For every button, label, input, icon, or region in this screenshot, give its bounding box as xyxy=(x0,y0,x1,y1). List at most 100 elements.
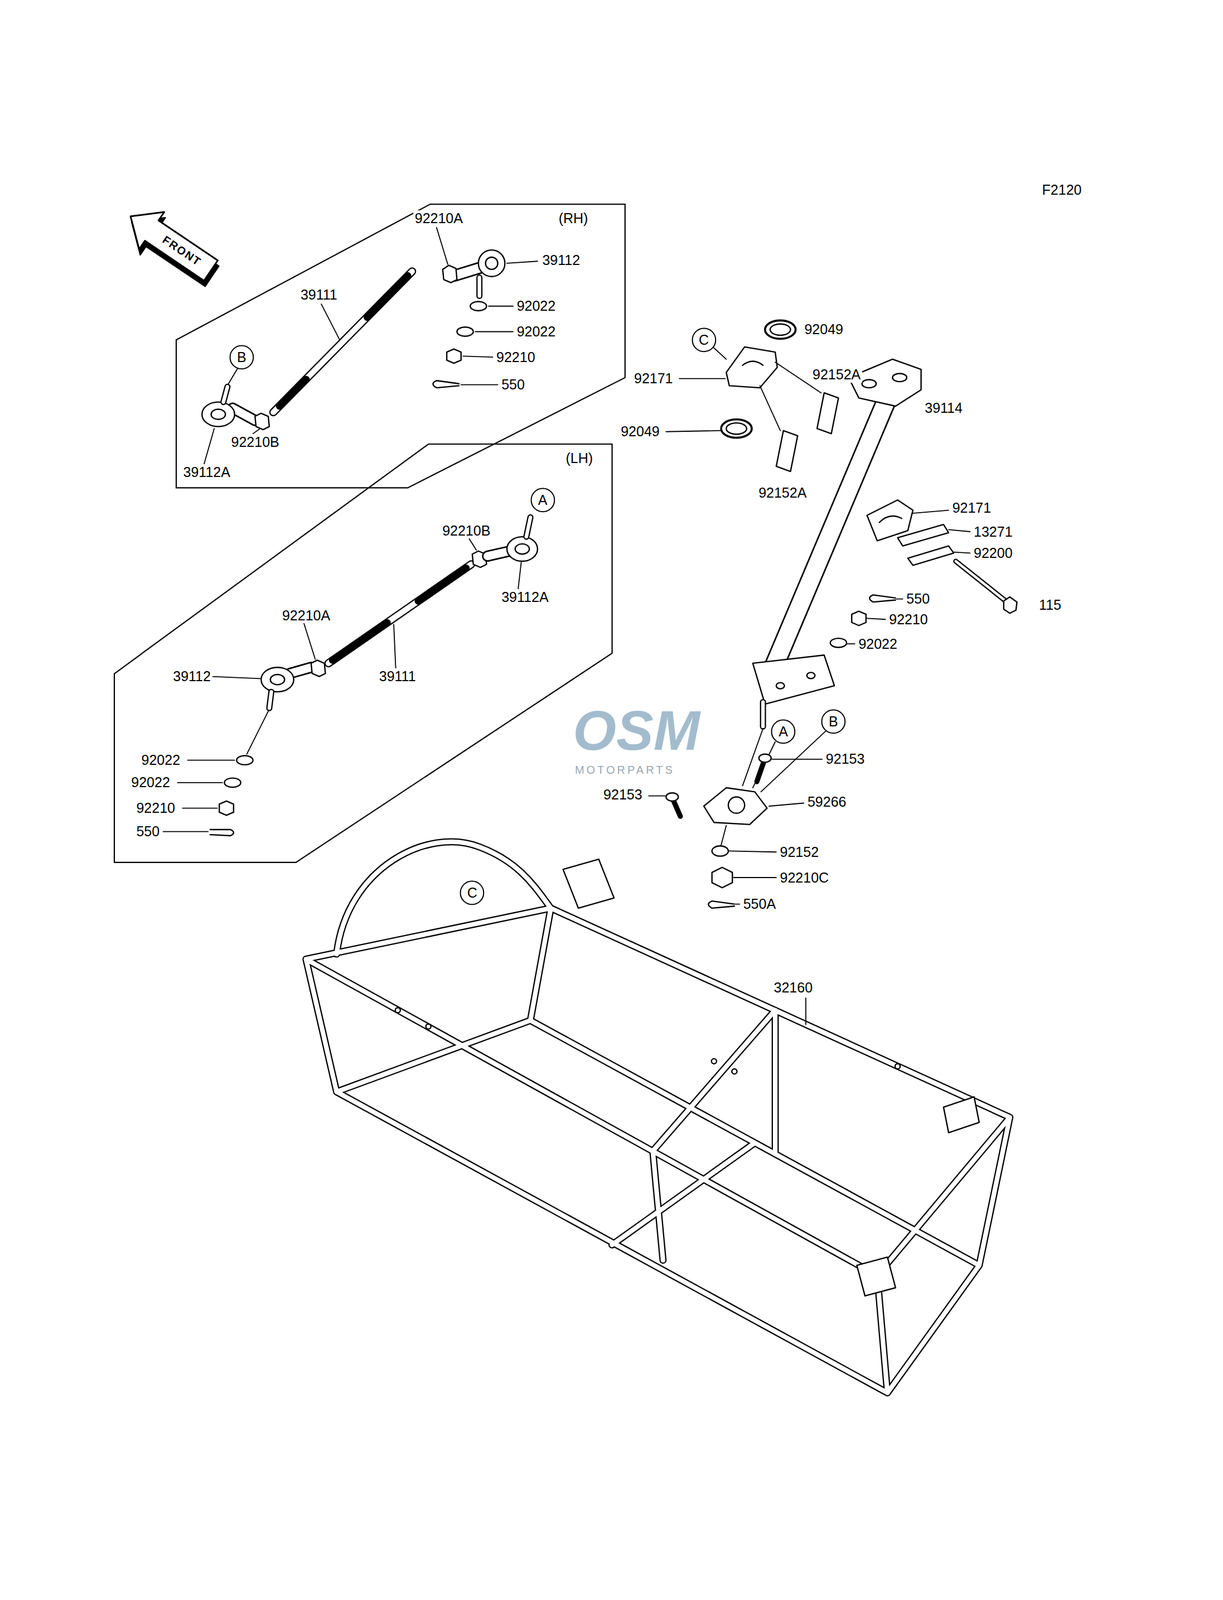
label-holder: MOTORPARTS xyxy=(573,763,677,777)
watermark: OSM xyxy=(571,698,702,763)
guide-line xyxy=(721,825,727,845)
cotter-pin xyxy=(708,900,735,908)
label-holder: 92171 xyxy=(950,499,994,516)
callout-number: 92049 xyxy=(802,321,845,338)
callout-number: 39111 xyxy=(298,286,340,303)
callout-number: 92210B xyxy=(229,433,282,451)
reference-letter: A xyxy=(538,491,548,509)
callout-number: 92210 xyxy=(494,349,538,366)
reference-circle: A xyxy=(530,487,556,513)
callout-number: 39114 xyxy=(922,399,965,417)
cotter-pin xyxy=(432,380,459,388)
stud-fill xyxy=(526,516,531,537)
label-holder: 550 xyxy=(499,376,527,393)
shaft-fill xyxy=(772,403,886,669)
callout-number: 92171 xyxy=(950,499,994,516)
front-arrow xyxy=(115,197,227,295)
frame-hole xyxy=(395,1007,401,1013)
bushing-ring-inner xyxy=(726,422,747,434)
callout-number: 115 xyxy=(1037,596,1063,613)
label-holder: F2120 xyxy=(1040,181,1084,198)
label-holder: 92152 xyxy=(778,843,821,860)
callout-number: 550 xyxy=(499,376,527,393)
stud xyxy=(760,701,767,727)
nut xyxy=(219,800,234,816)
label-holder: 13271 xyxy=(972,523,1015,540)
panel-heading-holder: (LH) xyxy=(563,450,595,467)
reference-circle: A xyxy=(770,718,796,744)
label-holder: 92210B xyxy=(440,522,492,539)
label-holder: 92210B xyxy=(229,433,282,451)
bushing-ring xyxy=(721,419,752,438)
ball-joint xyxy=(201,402,235,427)
stud-fill xyxy=(477,277,481,297)
clip xyxy=(907,545,954,566)
callout-number: 92210A xyxy=(280,607,332,624)
bolt-shank-fill xyxy=(955,561,1007,601)
label-holder: 92022 xyxy=(856,635,899,652)
shaft-clamp xyxy=(726,346,777,388)
rod-fill xyxy=(328,563,472,663)
label-holder: 550 xyxy=(134,823,162,840)
nut xyxy=(254,413,270,430)
callout-number: 92022 xyxy=(856,635,899,652)
label-holder: 39114 xyxy=(922,399,965,417)
ball-joint-hole xyxy=(515,543,530,554)
callout-number: 92210 xyxy=(887,611,930,628)
reference-circle: C xyxy=(691,327,717,353)
rod-outline xyxy=(273,271,413,413)
reference-letter: B xyxy=(237,349,247,366)
washer xyxy=(712,845,729,856)
circle-outline-shape xyxy=(692,327,716,352)
leader-line xyxy=(648,347,970,905)
arrow-body xyxy=(118,197,224,289)
callout-number: 39112A xyxy=(181,463,232,481)
callout-number: 92049 xyxy=(619,423,662,440)
stud xyxy=(476,277,483,297)
tie-rod-end-hole xyxy=(485,257,499,270)
callout-number: 92210C xyxy=(778,869,831,886)
circle-outline-shape xyxy=(771,719,796,744)
stud xyxy=(223,386,228,402)
stud-fill xyxy=(269,691,272,708)
label-holder: 92153 xyxy=(601,786,645,803)
watermark: MOTORPARTS xyxy=(573,763,677,777)
callout-number: 92210B xyxy=(440,522,492,539)
circle-outline-shape xyxy=(460,881,485,905)
label-holder: 92022 xyxy=(515,297,558,314)
washer xyxy=(224,777,241,787)
label-holder: 39112A xyxy=(181,463,232,481)
leader-line xyxy=(204,227,538,464)
callout-number: 92210 xyxy=(134,799,177,816)
callout-number: 550 xyxy=(904,590,932,607)
label-holder: 92171 xyxy=(632,370,675,387)
stud-fill xyxy=(223,386,228,402)
ball-joint-hole xyxy=(211,408,226,419)
leader-line xyxy=(805,997,807,1025)
callout-number: 550 xyxy=(134,823,162,840)
leader-line xyxy=(163,538,522,832)
clamp-bore xyxy=(879,515,902,522)
panel-heading: (LH) xyxy=(563,450,595,467)
callout-number: 92171 xyxy=(632,370,675,387)
label-holder: 92200 xyxy=(972,544,1015,562)
label-holder: 550A xyxy=(741,895,778,912)
nut xyxy=(851,611,867,626)
label-holder: 39111 xyxy=(377,668,418,685)
bracket-hole xyxy=(892,373,907,382)
washer xyxy=(236,755,253,765)
flange-hole xyxy=(806,672,816,679)
panel-outline-shape xyxy=(176,204,626,488)
callout-number: 39112A xyxy=(499,588,550,606)
reference-letter: C xyxy=(698,331,709,348)
label-holder: 92049 xyxy=(619,423,662,440)
label-holder: 92210A xyxy=(280,607,332,624)
label-holder: 115 xyxy=(1037,596,1063,613)
collar xyxy=(817,392,839,434)
tie-rod-end xyxy=(478,249,506,277)
rod-fill xyxy=(273,271,413,413)
reference-circle: C xyxy=(459,880,485,906)
label-holder: 92210C xyxy=(778,869,831,886)
label-holder: 92210 xyxy=(494,349,538,366)
frame-hole xyxy=(731,1068,737,1074)
